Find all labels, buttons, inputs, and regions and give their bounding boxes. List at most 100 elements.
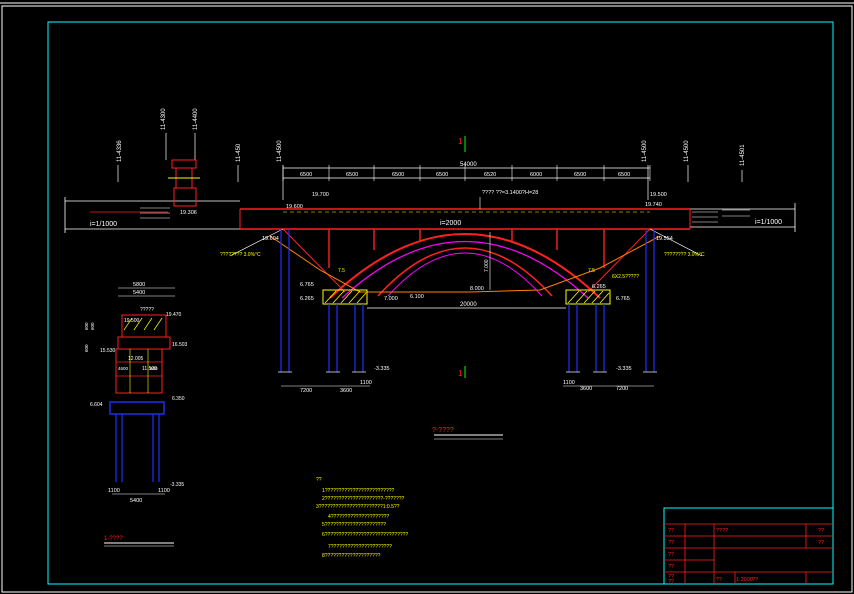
detail-dim: 5400: [133, 290, 145, 296]
main-arch: [329, 233, 601, 299]
axis-label: 11-4500: [642, 140, 648, 162]
title-block: ?? ?? ?? ?? ?? ?? ???? ?? ?? ?? 1:2000 ?…: [663, 507, 834, 585]
note-line: 1?????????????????????????: [322, 488, 395, 494]
span-part-label: 6000: [530, 172, 542, 178]
elev-label: 19.500: [650, 192, 667, 198]
notes: ?? 1????????????????????????? 2?????????…: [316, 477, 408, 559]
axis-label: 11-4400: [193, 108, 199, 130]
elev-label: 7.000: [384, 296, 398, 302]
right-slope-label: i=1/1000: [755, 219, 782, 226]
piles: [280, 229, 655, 372]
note-line: 6??????????????????????????????: [322, 532, 408, 538]
left-approach: [64, 197, 240, 233]
spandrel-columns: [328, 229, 605, 268]
gatehouse: [168, 159, 200, 207]
crown-note: ???? ??=3.1400?H=28: [482, 190, 538, 196]
axis-label: 11-4500: [684, 140, 690, 162]
right-footing-callout: 6X2.5?????: [612, 274, 639, 280]
detail-label: 15.530: [100, 348, 116, 354]
elev-label: 6.765: [300, 282, 314, 288]
detail-side-dim: 600: [84, 344, 89, 352]
elev-label: 6.265: [300, 296, 314, 302]
span-dimension: 54000 6500 6500 6500 6500 6520 6000 6500…: [282, 162, 651, 181]
detail-bottom-dim: 1100: [158, 488, 170, 494]
detail-label: 11.500: [142, 366, 157, 372]
right-arch-dim: 7.5: [588, 268, 595, 274]
title-block-row: ??: [668, 574, 674, 580]
elev-label: 6.765: [616, 296, 630, 302]
ground-profile: [269, 235, 661, 293]
right-slope-line: [649, 228, 703, 257]
axis-label: 11-450: [236, 143, 242, 162]
detail-label: 19.470: [166, 312, 182, 318]
elev-label: -3.335: [374, 366, 390, 372]
elev-label: 19.306: [180, 210, 197, 216]
title-block-cell: ??: [752, 577, 758, 583]
outer-frame: [1, 5, 853, 593]
detail-label: -3.335: [170, 482, 184, 488]
span-part-label: 6500: [392, 172, 404, 178]
axis-label: 11-4500: [277, 140, 283, 162]
right-footing: [565, 289, 611, 305]
axis-labels: 11-4336 11-4300 11-4400 11-450 11-4500 1…: [117, 108, 746, 166]
elev-label: 19.604: [262, 236, 279, 242]
height-dim-label: 7.000: [484, 259, 490, 272]
axis-label: 11-4336: [117, 140, 123, 162]
detail-label: 16.503: [172, 342, 188, 348]
pile-dim-label: 7200: [300, 388, 312, 394]
title-block-cell: ??: [818, 540, 824, 546]
right-callout: ???????? 3.0%°C: [664, 252, 705, 258]
title-block-row: ??: [668, 579, 674, 585]
elev-label: -3.335: [616, 366, 632, 372]
elev-label: 8.000: [470, 286, 484, 292]
pile-dims: 7200 3600 1100 1100 3600 7200: [281, 380, 654, 394]
pile-dim-label: 3600: [580, 386, 592, 392]
elev-label: 19.740: [645, 202, 662, 208]
elev-label: 19.600: [286, 204, 303, 210]
detail-title: 1-????: [104, 536, 123, 542]
note-line: 4?????????????????????: [328, 514, 389, 520]
span-part-label: 6500: [300, 172, 312, 178]
span-part-label: 6500: [618, 172, 630, 178]
section-mark-top: 1: [458, 137, 463, 146]
spandrel-diagonals: [282, 228, 651, 293]
pile-dim-label: 3600: [340, 388, 352, 394]
note-line: 2?????????????????????-???????: [322, 496, 405, 502]
title-block-cell: ????: [716, 528, 728, 534]
bridge-deck: [239, 208, 691, 230]
pile-dim-label: 1100: [360, 380, 372, 386]
detail-side-dim: 600: [150, 366, 158, 371]
left-callout: ???????? 3.0%°C: [220, 252, 261, 258]
detail-section: 5800 5400 1100 5400 1100 ????? 19.470 19…: [84, 282, 188, 504]
left-slope-label: i=1/1000: [90, 221, 117, 228]
section-mark-bottom: 1: [458, 369, 463, 378]
detail-bottom-dim: 1100: [108, 488, 120, 494]
detail-bottom-dim: 5400: [130, 498, 142, 504]
title-block-cell: ??: [818, 528, 824, 534]
elev-label: 19.554: [656, 236, 673, 242]
title-block-row: ??: [668, 540, 674, 546]
title-block-row: ??: [668, 552, 674, 558]
left-arch-dim: 7.5: [338, 268, 345, 274]
left-footing: [322, 289, 368, 305]
deck-center-label: i=2000: [440, 220, 461, 227]
right-approach: [690, 203, 796, 232]
detail-dim: 5800: [133, 282, 145, 288]
detail-side-dim: 600: [84, 322, 89, 330]
main-title: ?-????: [432, 427, 454, 434]
detail-label: 12.005: [128, 356, 144, 362]
title-block-row: ??: [668, 564, 674, 570]
detail-label: 6.604: [90, 402, 103, 408]
title-block-cell: ??: [716, 577, 722, 583]
span-part-label: 6500: [436, 172, 448, 178]
pile-dim-label: 1100: [563, 380, 575, 386]
title-block-row: ??: [668, 528, 674, 534]
elev-label: 19.700: [312, 192, 329, 198]
span-part-label: 6520: [484, 172, 496, 178]
span-part-label: 6500: [346, 172, 358, 178]
elev-label: 6.100: [410, 294, 424, 300]
axis-label: 11-4300: [161, 108, 167, 130]
detail-label: ?????: [140, 307, 154, 313]
axis-leaders: [117, 133, 743, 200]
